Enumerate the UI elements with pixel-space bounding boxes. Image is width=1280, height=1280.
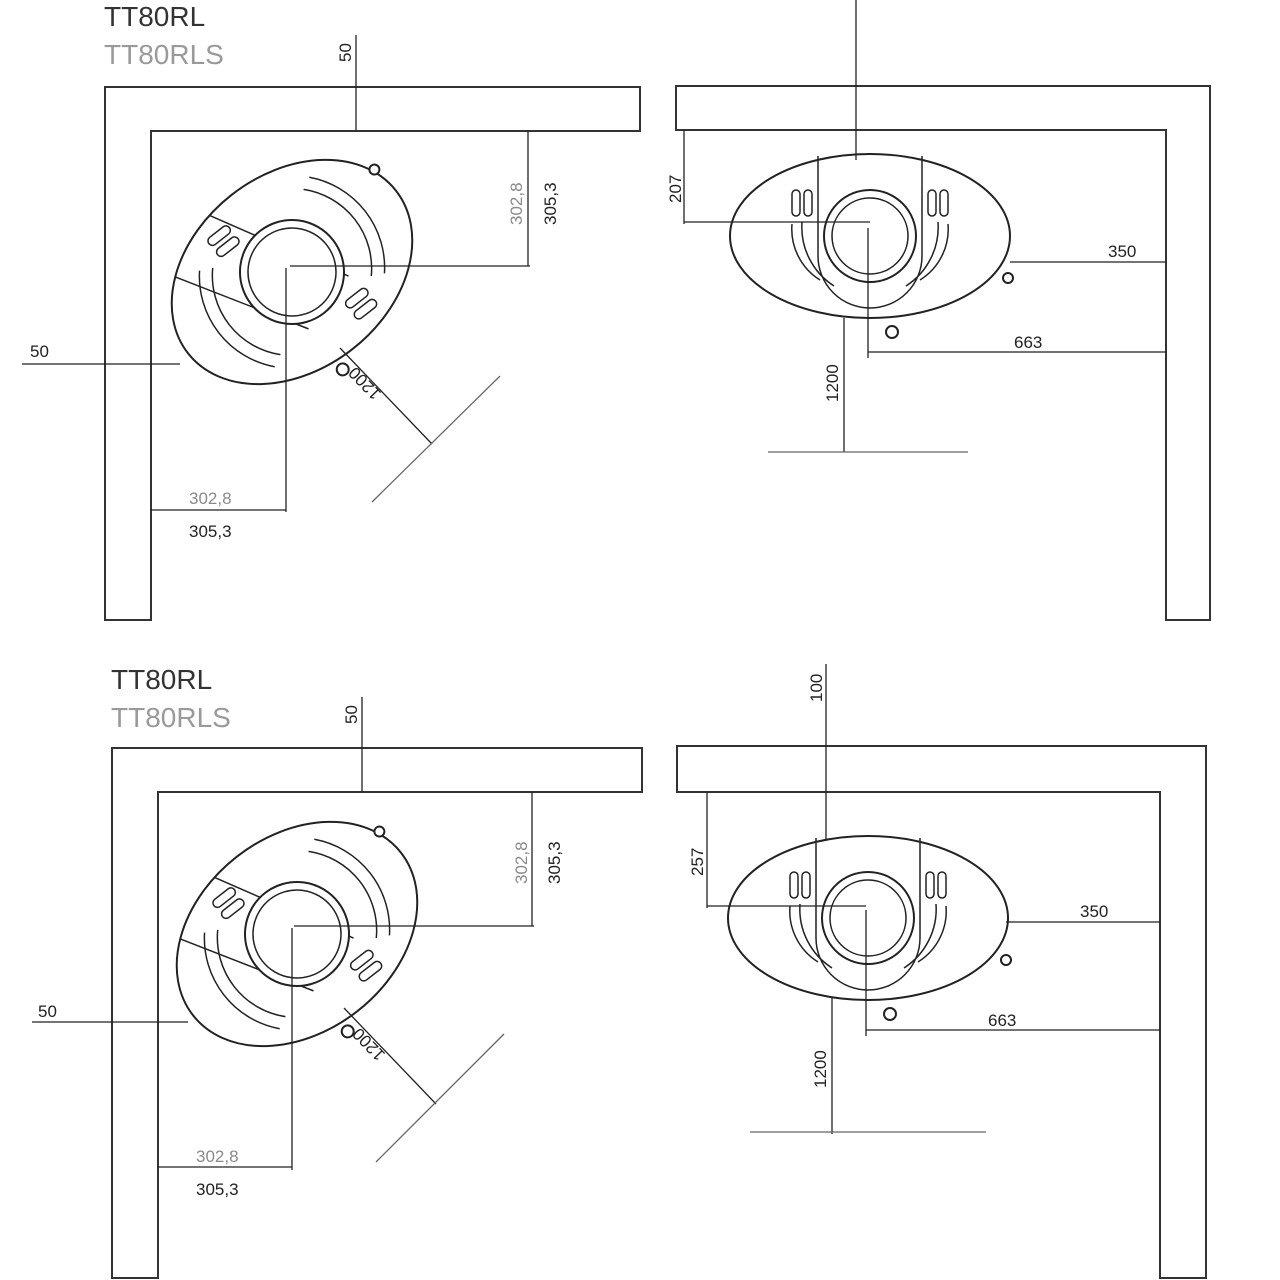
dim-left-rls-label: 302,8 xyxy=(196,1147,239,1166)
rear-clearance-label: 100 xyxy=(807,674,826,702)
dim-top-rls-label: 302,8 xyxy=(507,182,526,225)
front-clearance-floor-line xyxy=(375,1033,505,1163)
dim-top-rls-label: 302,8 xyxy=(512,841,531,884)
stove-symbol-wall xyxy=(729,153,1014,339)
side-distance-label: 350 xyxy=(1108,242,1136,261)
corner-wall xyxy=(104,86,641,621)
model-label-primary: TT80RL xyxy=(104,1,205,32)
front-clearance-label: 1200 xyxy=(823,364,842,402)
rear-clearance-label: 50 xyxy=(342,705,361,724)
bottom-wall-installation: 100 257 350 663 1200 xyxy=(676,664,1207,1279)
front-clearance-label: 1200 xyxy=(811,1050,830,1088)
top-wall-installation: 207 350 663 1200 xyxy=(666,0,1211,621)
top-titles: TT80RL TT80RLS xyxy=(104,1,224,70)
center-distance-label: 663 xyxy=(988,1011,1016,1030)
dim-top-rl-label: 305,3 xyxy=(541,182,560,225)
model-label-secondary: TT80RLS xyxy=(104,39,224,70)
side-clearance-label: 50 xyxy=(30,342,49,361)
top-corner-installation: 50 50 302,8 305,3 302,8 305,3 1200 xyxy=(22,35,641,621)
wall-corner xyxy=(675,85,1211,621)
dim-left-rl-label: 305,3 xyxy=(189,522,232,541)
front-clearance-label: 1200 xyxy=(345,363,385,403)
front-clearance-line xyxy=(343,1007,437,1105)
front-clearance-label: 1200 xyxy=(349,1024,389,1064)
stove-symbol-wall xyxy=(727,835,1012,1021)
bottom-titles: TT80RL TT80RLS xyxy=(111,664,231,733)
front-clearance-line xyxy=(339,347,433,445)
front-clearance-floor-line xyxy=(371,375,501,503)
model-label-primary: TT80RL xyxy=(111,664,212,695)
side-distance-label: 350 xyxy=(1080,902,1108,921)
model-label-secondary: TT80RLS xyxy=(111,702,231,733)
dim-left-rls-label: 302,8 xyxy=(189,489,232,508)
corner-wall xyxy=(111,747,643,1279)
wall-corner xyxy=(676,745,1207,1279)
stove-symbol-corner xyxy=(126,111,468,445)
dim-left-rl-label: 305,3 xyxy=(196,1180,239,1199)
rear-offset-label: 257 xyxy=(688,848,707,876)
center-distance-label: 663 xyxy=(1014,333,1042,352)
rear-offset-label: 207 xyxy=(666,175,685,203)
dim-top-rl-label: 305,3 xyxy=(545,841,564,884)
bottom-corner-installation: 50 50 302,8 305,3 302,8 305,3 1200 xyxy=(32,697,643,1279)
rear-clearance-label: 50 xyxy=(336,43,355,62)
side-clearance-label: 50 xyxy=(38,1002,57,1021)
stove-symbol-corner xyxy=(131,773,473,1107)
